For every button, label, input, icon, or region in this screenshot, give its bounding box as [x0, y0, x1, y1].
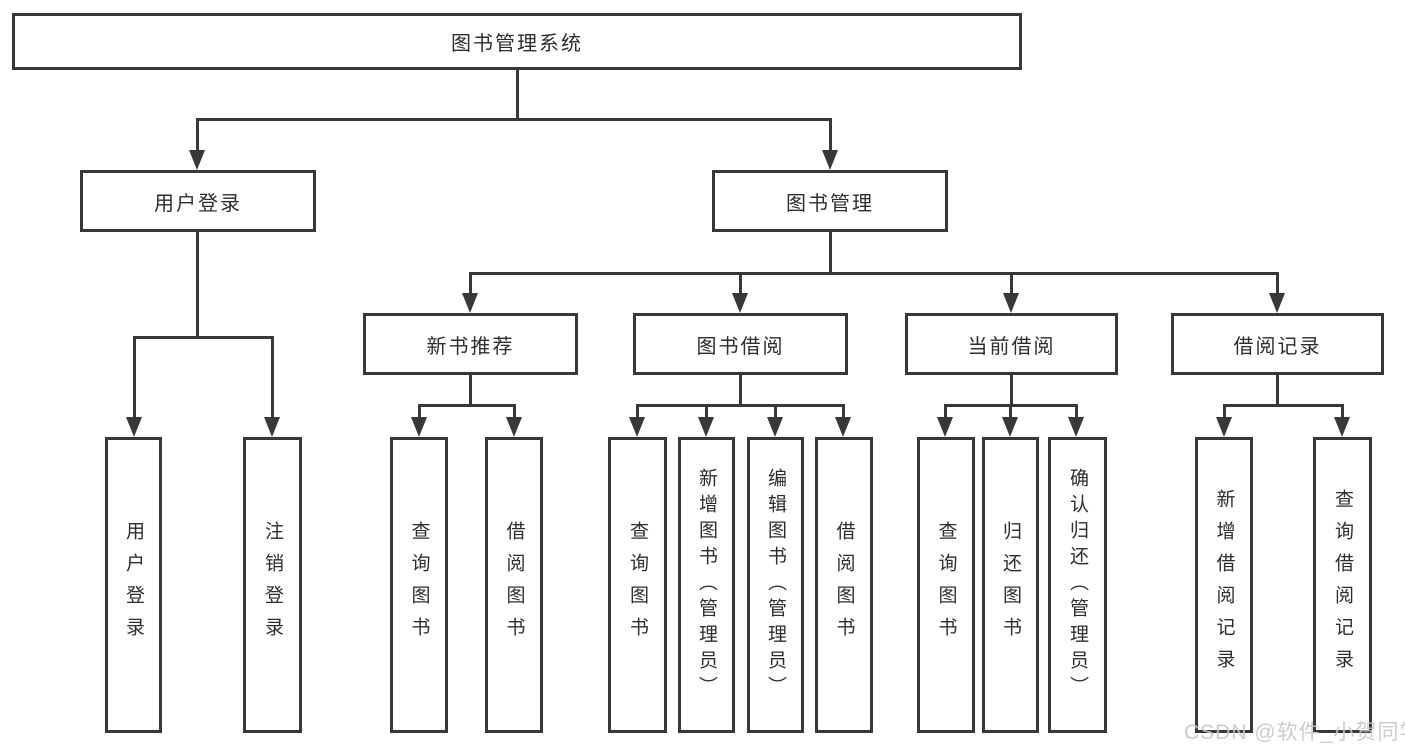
- connector-current-borrow-drop: [1010, 272, 1013, 296]
- arrowhead-to-current-borrow-icon: [1003, 293, 1019, 313]
- connector-book-borrow-hline: [636, 404, 845, 407]
- arrowhead-to-new-book-icon: [462, 293, 478, 313]
- leaf-query-books-current-label: 查询图书: [935, 521, 957, 649]
- node-new-book-recommend: 新书推荐: [363, 313, 578, 375]
- arrowhead-icon: [1002, 417, 1018, 437]
- arrowhead-icon: [1068, 417, 1084, 437]
- arrowhead-to-user-login-icon: [189, 150, 205, 170]
- leaf-query-borrow-record: 查询借阅记录: [1313, 437, 1372, 733]
- arrowhead-icon: [629, 417, 645, 437]
- leaf-return-books-label: 归还图书: [1000, 521, 1021, 649]
- connector-new-book-stem: [469, 375, 472, 407]
- connector-leaf-login-drop: [133, 336, 136, 421]
- connector-user-login-stem: [196, 232, 199, 336]
- arrowhead-icon: [1216, 417, 1232, 437]
- connector-leaf-drop: [1009, 404, 1012, 420]
- node-new-book-recommend-label: 新书推荐: [426, 335, 515, 358]
- node-book-management: 图书管理: [712, 170, 948, 232]
- connector-root-stem: [516, 70, 519, 120]
- connector-borrow-records-hline: [1223, 404, 1343, 407]
- leaf-add-books-admin: 新增图书（管理员）: [678, 437, 735, 733]
- connector-level3-hline: [469, 272, 1279, 275]
- arrowhead-icon: [767, 417, 783, 437]
- node-book-borrowing: 图书借阅: [633, 313, 848, 375]
- node-borrowing-records-label: 借阅记录: [1233, 335, 1322, 358]
- connector-leaf-drop: [842, 404, 845, 420]
- leaf-query-borrow-record-label: 查询借阅记录: [1332, 489, 1353, 681]
- arrowhead-icon: [506, 417, 522, 437]
- connector-leaf-drop: [705, 404, 708, 420]
- connector-user-login-drop: [196, 118, 199, 154]
- arrowhead-icon: [411, 417, 427, 437]
- connector-book-mgmt-stem: [829, 232, 832, 272]
- leaf-add-books-admin-label: 新增图书（管理员）: [696, 468, 717, 702]
- leaf-borrow-books-label: 借阅图书: [833, 521, 855, 649]
- node-library-management-system-label: 图书管理系统: [451, 33, 583, 55]
- connector-new-book-hline: [418, 404, 516, 407]
- connector-book-borrow-stem: [739, 375, 742, 407]
- arrowhead-to-book-mgmt-icon: [822, 150, 838, 170]
- node-book-borrowing-label: 图书借阅: [696, 335, 785, 358]
- connector-leaf-drop: [513, 404, 516, 420]
- leaf-query-books-current: 查询图书: [917, 437, 975, 733]
- leaf-confirm-return-admin-label: 确认归还（管理员）: [1067, 468, 1088, 702]
- arrowhead-to-borrow-records-icon: [1269, 293, 1285, 313]
- node-current-borrowing-label: 当前借阅: [967, 335, 1056, 358]
- node-current-borrowing: 当前借阅: [905, 313, 1118, 375]
- connector-borrow-records-drop: [1276, 272, 1279, 296]
- connector-leaf-drop: [774, 404, 777, 420]
- arrowhead-icon: [698, 417, 714, 437]
- node-library-management-system: 图书管理系统: [12, 13, 1022, 70]
- connector-leaf-drop: [636, 404, 639, 420]
- leaf-return-books: 归还图书: [982, 437, 1039, 733]
- node-borrowing-records: 借阅记录: [1171, 313, 1384, 375]
- leaf-query-books-recommend: 查询图书: [390, 437, 448, 733]
- connector-current-borrow-stem: [1010, 375, 1013, 407]
- leaf-add-borrow-record: 新增借阅记录: [1195, 437, 1253, 733]
- leaf-query-books-recommend-label: 查询图书: [408, 521, 430, 649]
- leaf-user-login: 用户登录: [105, 437, 162, 733]
- arrowhead-to-book-borrow-icon: [732, 293, 748, 313]
- arrowhead-icon: [937, 417, 953, 437]
- connector-leaf-drop: [1223, 404, 1226, 420]
- connector-leaf-drop: [418, 404, 421, 420]
- connector-book-borrow-drop: [739, 272, 742, 296]
- node-book-management-label: 图书管理: [786, 192, 874, 215]
- leaf-borrow-books-recommend-label: 借阅图书: [503, 521, 525, 649]
- connector-borrow-records-stem: [1276, 375, 1279, 407]
- leaf-logout-label: 注销登录: [262, 521, 283, 649]
- connector-new-book-drop: [469, 272, 472, 296]
- connector-leaf-drop: [1341, 404, 1344, 420]
- leaf-confirm-return-admin: 确认归还（管理员）: [1048, 437, 1107, 733]
- leaf-query-books-borrowing: 查询图书: [608, 437, 667, 733]
- csdn-watermark: CSDN @软件_小贺同学: [1184, 721, 1405, 744]
- arrowhead-icon: [835, 417, 851, 437]
- leaf-edit-books-admin-label: 编辑图书（管理员）: [765, 468, 786, 702]
- node-user-login: 用户登录: [80, 170, 316, 232]
- connector-level2-hline: [196, 118, 832, 121]
- arrowhead-to-leaf-login-icon: [126, 417, 142, 437]
- arrowhead-to-leaf-logout-icon: [264, 417, 280, 437]
- connector-user-login-hline: [133, 336, 274, 339]
- leaf-query-books-borrowing-label: 查询图书: [627, 521, 648, 649]
- leaf-borrow-books-recommend: 借阅图书: [485, 437, 543, 733]
- connector-leaf-drop: [1075, 404, 1078, 420]
- leaf-borrow-books: 借阅图书: [815, 437, 873, 733]
- arrowhead-icon: [1334, 417, 1350, 437]
- connector-book-mgmt-drop: [829, 118, 832, 154]
- leaf-logout: 注销登录: [243, 437, 302, 733]
- connector-leaf-drop: [944, 404, 947, 420]
- leaf-edit-books-admin: 编辑图书（管理员）: [747, 437, 804, 733]
- connector-leaf-logout-drop: [271, 336, 274, 421]
- leaf-user-login-label: 用户登录: [123, 521, 144, 649]
- node-user-login-label: 用户登录: [154, 192, 242, 215]
- leaf-add-borrow-record-label: 新增借阅记录: [1213, 489, 1235, 681]
